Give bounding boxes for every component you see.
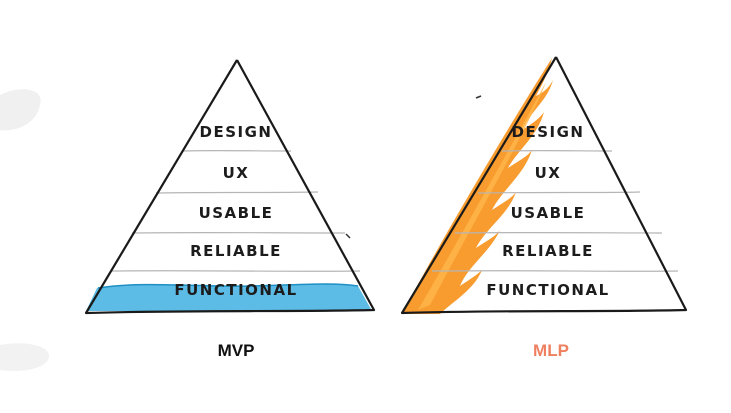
pyramid-outline [400, 56, 688, 315]
layer-label-design: DESIGN [200, 123, 273, 141]
caption-mlp: MLP [533, 341, 569, 360]
caption-mvp: MVP [218, 341, 255, 360]
layer-label-functional: FUNCTIONAL [174, 281, 297, 299]
background-smudge-top [0, 89, 41, 131]
mlp-pyramid: DESIGN UX USABLE RELIABLE FUNCTIONAL MLP [400, 56, 688, 360]
water-fill [86, 283, 372, 311]
pyramid-outline [84, 59, 376, 315]
layer-dividers [109, 149, 361, 272]
layer-label-design: DESIGN [512, 123, 585, 141]
layer-label-usable: USABLE [199, 204, 274, 222]
layer-label-reliable: RELIABLE [502, 242, 594, 260]
water-surface-line [97, 283, 359, 289]
layer-label-reliable: RELIABLE [190, 242, 282, 260]
layer-label-ux: UX [535, 164, 562, 182]
layer-label-usable: USABLE [511, 204, 586, 222]
layer-label-ux: UX [223, 164, 250, 182]
layer-label-functional: FUNCTIONAL [486, 281, 609, 299]
background-smudge-bottom [0, 343, 50, 371]
mvp-pyramid: DESIGN UX USABLE RELIABLE FUNCTIONAL MVP [84, 59, 376, 360]
stray-mark [345, 233, 351, 239]
stray-mark [475, 95, 482, 99]
